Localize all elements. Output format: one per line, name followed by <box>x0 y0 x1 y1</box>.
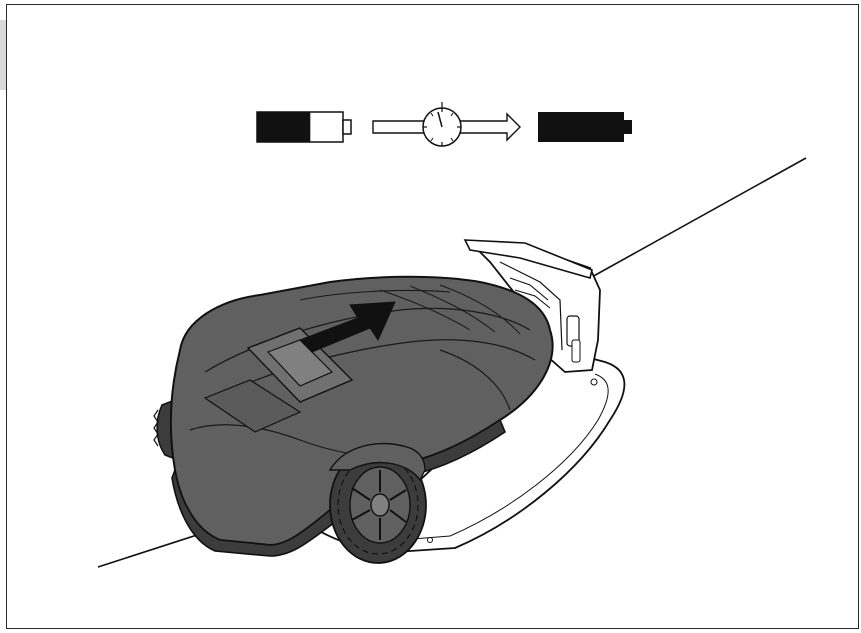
charge-sequence <box>256 102 632 147</box>
control-panel <box>203 327 354 433</box>
front-wheel <box>329 446 427 564</box>
push-arrow-icon <box>299 301 396 353</box>
robotic-lawnmower <box>153 275 554 564</box>
figure-border <box>6 4 859 629</box>
battery-full-icon <box>538 112 632 142</box>
battery-low-icon <box>256 111 352 143</box>
page-tab <box>0 20 7 90</box>
timer-icon <box>422 102 462 147</box>
